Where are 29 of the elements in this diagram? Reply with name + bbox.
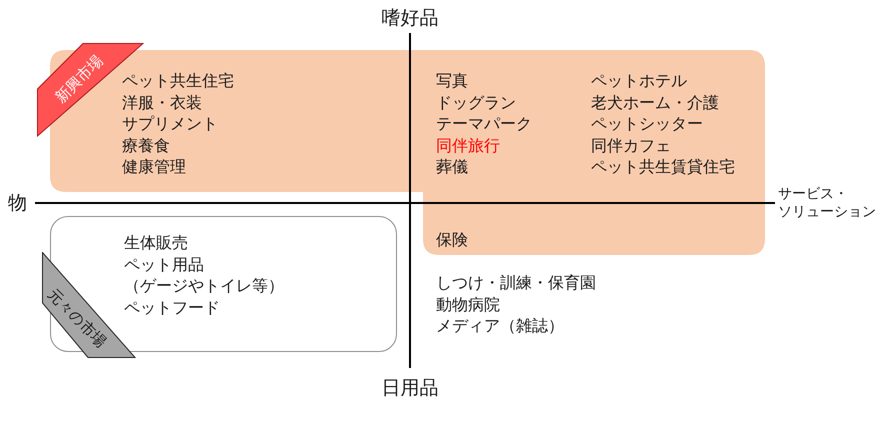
item-text: 同伴カフェ (591, 134, 671, 156)
item-text: 葬儀 (436, 156, 468, 178)
axis-label: 嗜好品 (382, 6, 438, 30)
item-text: 同伴旅行 (436, 134, 500, 156)
axis-label: 物 (8, 191, 27, 215)
item-text: 健康管理 (122, 156, 186, 178)
item-text: ペットシッター (591, 113, 703, 134)
item-text: ドッグラン (436, 92, 516, 113)
new-market-region (50, 50, 765, 255)
item-text: しつけ・訓練・保育園 (436, 272, 596, 294)
item-text: ペット共生住宅 (122, 70, 234, 92)
item-text: 洋服・衣装 (122, 92, 202, 113)
item-text: 保険 (436, 229, 468, 250)
axis-label: 日用品 (382, 376, 438, 400)
item-text: メディア（雑誌） (436, 315, 564, 336)
item-text: サプリメント (122, 113, 218, 134)
ribbon-label: 新興市場 (51, 51, 107, 107)
item-text: 動物病院 (436, 294, 500, 315)
item-text: 生体販売 (124, 232, 188, 254)
item-text: 老犬ホーム・介護 (591, 92, 719, 113)
item-text: 療養食 (122, 134, 170, 156)
item-text: テーマパーク (436, 113, 532, 134)
item-text: ペットホテル (591, 70, 687, 92)
item-text: 写真 (436, 70, 468, 92)
item-text: ペットフード (124, 296, 220, 318)
axis-label: サービス・ソリューション (778, 185, 876, 221)
ribbon-label: 元々の市場 (44, 285, 110, 351)
item-text: ペット用品（ゲージやトイレ等） (124, 254, 284, 296)
item-text: ペット共生賃貸住宅 (591, 156, 735, 178)
